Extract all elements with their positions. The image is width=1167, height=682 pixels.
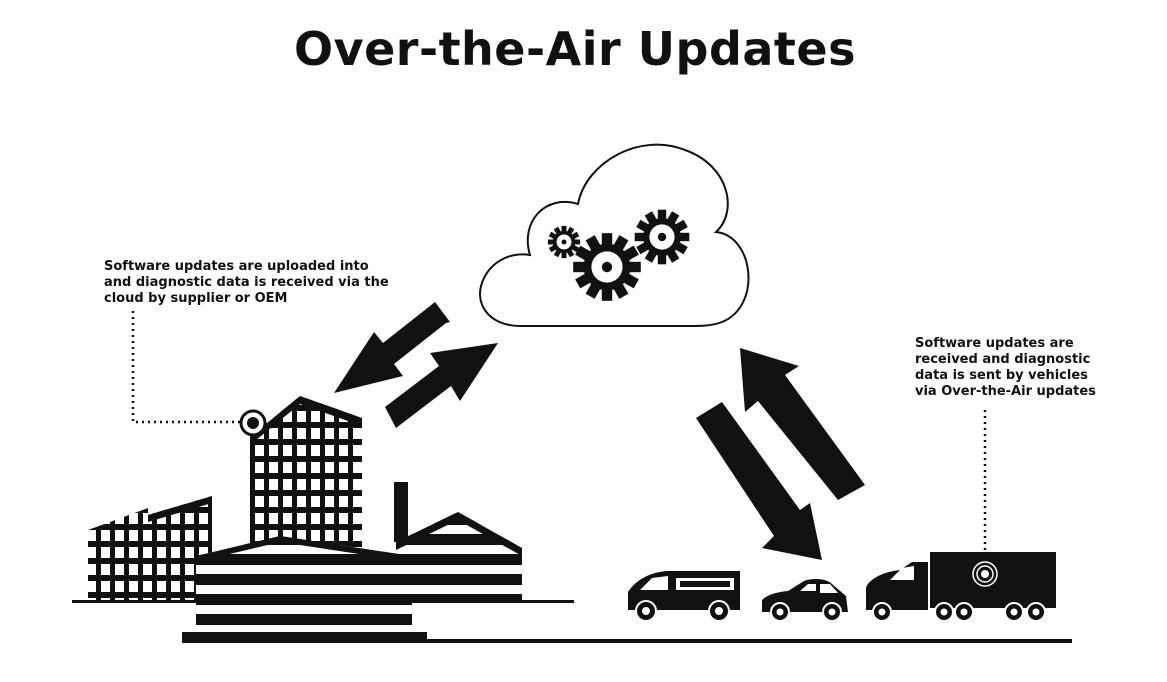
car-icon — [762, 579, 848, 622]
note-line: data is sent by vehicles — [915, 368, 1088, 383]
road-line — [182, 639, 1072, 643]
cloud-icon — [479, 143, 750, 327]
note-line: received and diagnostic — [915, 352, 1091, 367]
note-line: cloud by supplier or OEM — [104, 291, 288, 306]
note-line: via Over-the-Air updates — [915, 384, 1096, 399]
truck-icon — [866, 552, 1056, 622]
buildings-icon — [88, 396, 522, 640]
arrow-icon — [696, 348, 865, 560]
note-line: and diagnostic data is received via the — [104, 275, 389, 290]
leader-line — [131, 311, 241, 424]
arrow-icon — [334, 302, 498, 428]
note-line: Software updates are uploaded into — [104, 259, 369, 274]
van-icon — [628, 571, 740, 622]
vehicle-side-note: Software updates are received and diagno… — [915, 336, 1096, 400]
note-line: Software updates are — [915, 336, 1074, 351]
diagram-title: Over-the-Air Updates — [294, 22, 856, 76]
cloud-side-note: Software updates are uploaded into and d… — [104, 259, 389, 307]
